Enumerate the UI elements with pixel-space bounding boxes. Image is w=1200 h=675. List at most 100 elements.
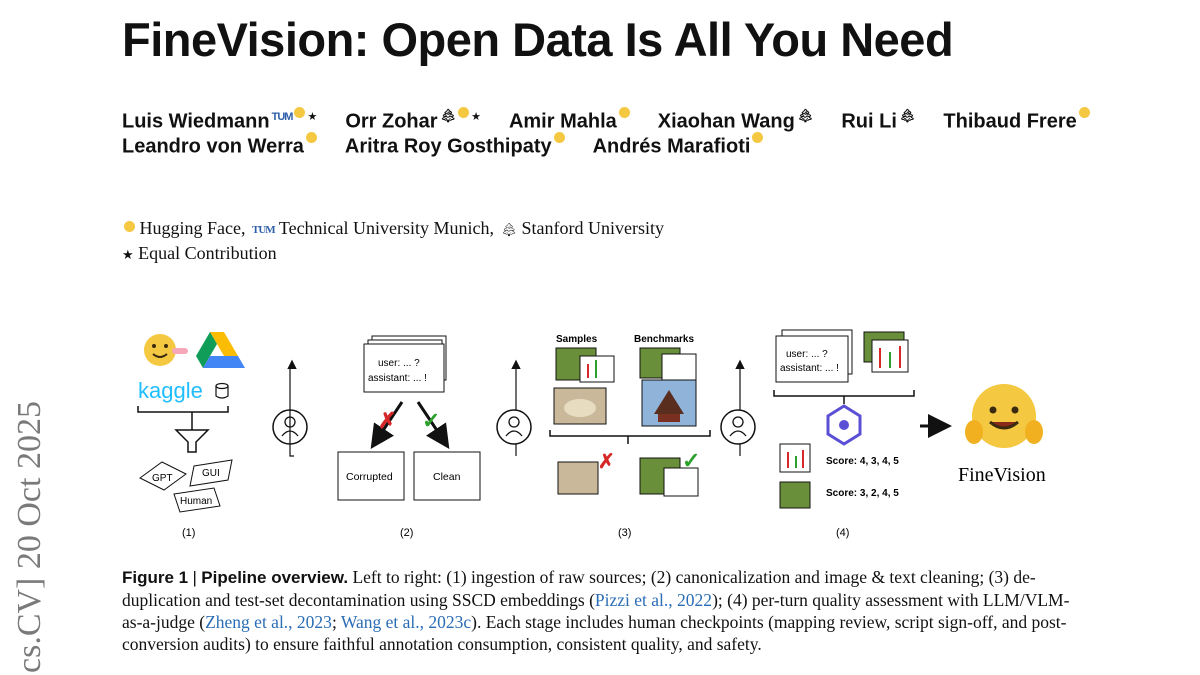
score-line-2: Score: 3, 2, 4, 5 bbox=[826, 488, 899, 499]
caption-text-4: ). Each stage includes human checkpoints… bbox=[122, 612, 1067, 654]
score-line-1: Score: 4, 3, 4, 5 bbox=[826, 456, 899, 467]
caption-text-3: ; bbox=[331, 612, 341, 632]
figure-caption: Figure 1 | Pipeline overview. Left to ri… bbox=[122, 566, 1077, 655]
funnel-icon bbox=[174, 429, 210, 453]
stage-label-2: (2) bbox=[400, 527, 413, 539]
cross-icon: ✗ bbox=[598, 451, 615, 473]
caption-text-2: ); (4) per-turn quality assessment with … bbox=[122, 590, 1070, 632]
hugging-face-icon bbox=[124, 221, 135, 233]
stanford-tree-icon: 🌲︎ bbox=[898, 108, 916, 123]
arxiv-stamp: cs.CV] 20 Oct 2025 bbox=[11, 401, 48, 673]
star-icon: ★ bbox=[122, 247, 134, 262]
author-name: Luis Wiedmann bbox=[122, 110, 270, 133]
author: Orr Zohar🌲︎ ★ bbox=[345, 107, 481, 134]
author-name: Andrés Marafioti bbox=[592, 135, 751, 158]
chat-assistant-text: assistant: ... ! bbox=[780, 363, 839, 374]
tum-icon: TUM bbox=[251, 223, 276, 236]
kaggle-logo: kaggle bbox=[138, 378, 203, 403]
affiliation-hugging-face: Hugging Face, bbox=[139, 218, 246, 238]
corrupted-label: Corrupted bbox=[346, 471, 393, 483]
hugging-face-icon bbox=[294, 107, 306, 118]
stanford-tree-icon: 🌲︎ bbox=[439, 108, 457, 123]
cross-icon: ✗ bbox=[378, 408, 396, 433]
human-checkpoint-2 bbox=[496, 359, 532, 456]
stage-4-judge: user: ... ? assistant: ... ! Score: 4, 3… bbox=[773, 329, 915, 539]
stanford-tree-icon: 🌲︎ bbox=[796, 108, 814, 123]
source-gpt bbox=[139, 461, 187, 491]
citation-link[interactable]: Wang et al., 2023c bbox=[340, 612, 472, 632]
stanford-tree-icon: 🌲︎ bbox=[500, 221, 518, 237]
duplicate-image bbox=[557, 461, 599, 495]
human-checkpoint-3 bbox=[720, 359, 756, 456]
author-name: Aritra Roy Gosthipaty bbox=[344, 135, 552, 158]
author-name: Leandro von Werra bbox=[122, 135, 304, 158]
benchmarks-label: Benchmarks bbox=[634, 334, 694, 345]
pipeline-figure: kaggle GPT GUI Human (1) user: ... ? ass… bbox=[137, 329, 1046, 539]
author: Rui Li🌲︎ bbox=[841, 108, 915, 134]
source-gpt-label: GPT bbox=[152, 473, 173, 484]
hugging-face-icon bbox=[618, 107, 630, 118]
affiliation-stanford: Stanford University bbox=[521, 218, 665, 238]
google-drive-icon bbox=[196, 332, 245, 368]
arxiv-stamp-text: cs.CV] 20 Oct 2025 bbox=[11, 401, 48, 673]
author-name: Amir Mahla bbox=[508, 110, 617, 133]
equal-contribution-line: ★ Equal Contribution bbox=[122, 243, 277, 264]
author: Amir Mahla bbox=[508, 107, 630, 134]
paper-title: FineVision: Open Data Is All You Need bbox=[122, 13, 954, 66]
finevision-logo-icon bbox=[965, 384, 1043, 448]
source-gui-label: GUI bbox=[202, 468, 220, 479]
star-icon: ★ bbox=[471, 111, 481, 123]
chat-card bbox=[363, 343, 445, 393]
hugging-face-icon bbox=[305, 132, 317, 143]
judge-model-icon bbox=[826, 404, 862, 446]
author: Andrés Marafioti bbox=[592, 132, 764, 159]
check-icon: ✓ bbox=[422, 408, 440, 433]
stage-label-3: (3) bbox=[618, 527, 631, 539]
chat-user-text: user: ... ? bbox=[786, 349, 828, 360]
author: Thibaud Frere bbox=[943, 107, 1090, 134]
hugging-face-icon bbox=[144, 334, 188, 366]
hugging-face-icon bbox=[553, 132, 565, 143]
hugging-face-icon bbox=[1078, 107, 1090, 118]
author-name: Xiaohan Wang bbox=[657, 110, 795, 133]
hugging-face-icon bbox=[752, 132, 764, 143]
chat-user-text: user: ... ? bbox=[378, 358, 420, 369]
author: Leandro von Werra bbox=[122, 132, 317, 159]
author: Xiaohan Wang🌲︎ bbox=[658, 108, 814, 134]
caption-heading: Pipeline overview. bbox=[201, 568, 349, 587]
affiliations-line: Hugging Face, TUM Technical University M… bbox=[122, 218, 664, 239]
finevision-label: FineVision bbox=[958, 464, 1046, 486]
affiliation-tum: Technical University Munich, bbox=[278, 218, 495, 238]
stage-2-cleaning: user: ... ? assistant: ... ! ✗ ✓ Corrupt… bbox=[337, 335, 481, 539]
benchmark-images bbox=[639, 347, 697, 427]
author-name: Thibaud Frere bbox=[943, 110, 1077, 133]
source-gui bbox=[189, 459, 233, 487]
scored-image bbox=[779, 481, 811, 509]
samples-label: Samples bbox=[556, 334, 598, 345]
hugging-face-icon bbox=[458, 107, 470, 118]
database-icon bbox=[215, 382, 229, 399]
author-name: Rui Li bbox=[841, 110, 897, 133]
author-name: Orr Zohar bbox=[345, 110, 438, 133]
check-icon: ✓ bbox=[682, 448, 700, 473]
clean-label: Clean bbox=[433, 471, 461, 483]
clean-box bbox=[413, 451, 481, 501]
citation-link[interactable]: Pizzi et al., 2022 bbox=[594, 590, 713, 610]
stage-3-dedup: Samples Benchmarks ✗ ✓ (3) bbox=[549, 334, 711, 539]
stage-1-ingestion: kaggle GPT GUI Human (1) bbox=[137, 332, 245, 539]
figure-label: Figure 1 bbox=[122, 568, 189, 587]
source-human-label: Human bbox=[180, 496, 212, 507]
author-list-row-2: Leandro von Werra Aritra Roy Gosthipaty An… bbox=[122, 132, 791, 159]
ingest-bracket bbox=[137, 406, 229, 413]
stage-label-4: (4) bbox=[836, 527, 849, 539]
caption-text-1: Left to right: (1) ingestion of raw sour… bbox=[122, 567, 1036, 610]
source-human bbox=[173, 487, 221, 513]
star-icon: ★ bbox=[307, 111, 318, 123]
citation-link[interactable]: Zheng et al., 2023 bbox=[205, 612, 332, 632]
equal-contribution-text: Equal Contribution bbox=[138, 243, 277, 263]
caption-separator: | bbox=[192, 568, 197, 587]
stage-label-1: (1) bbox=[182, 527, 195, 539]
author: Aritra Roy Gosthipaty bbox=[344, 132, 565, 159]
